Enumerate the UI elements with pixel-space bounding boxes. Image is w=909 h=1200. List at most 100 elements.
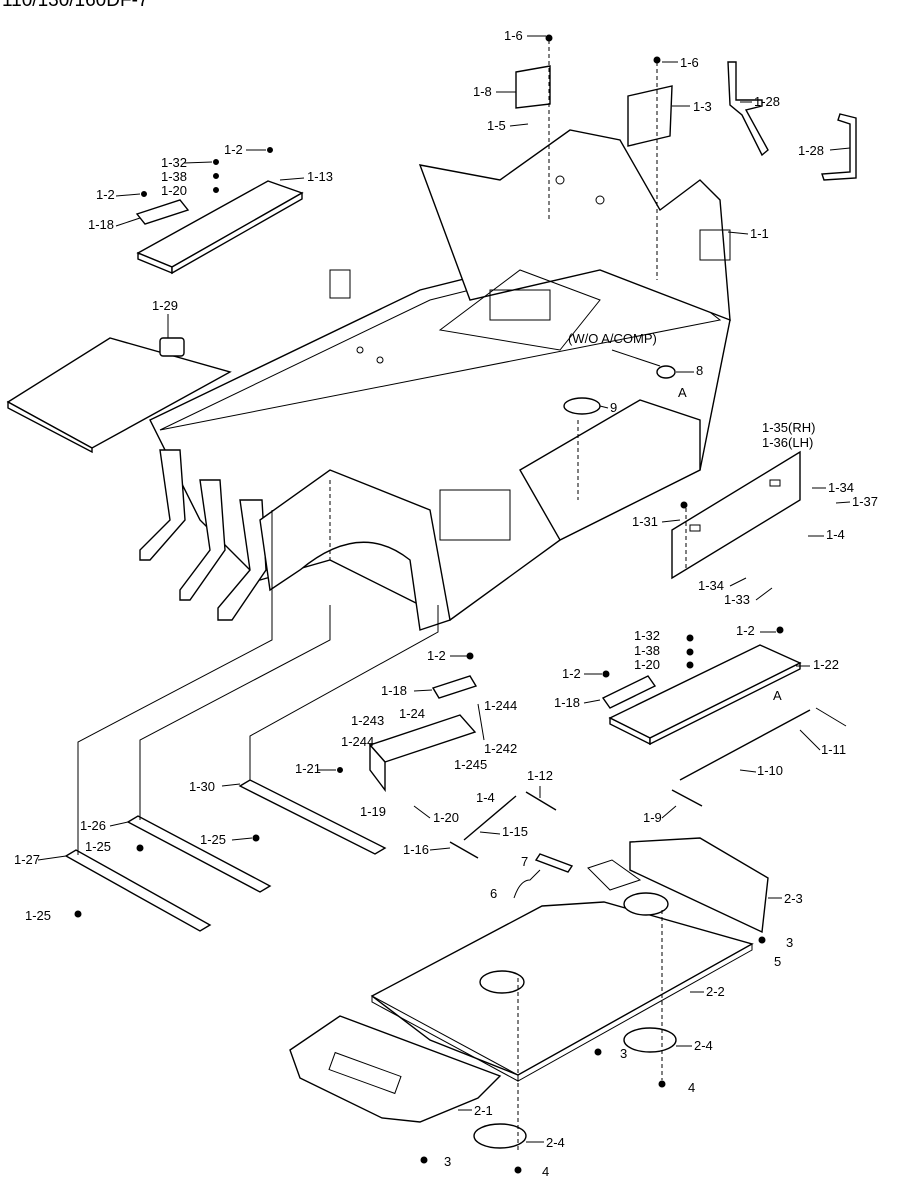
callout: 1-1 xyxy=(750,226,769,241)
callout: 1-2 xyxy=(736,623,755,638)
bar-1-26 xyxy=(126,815,272,893)
callout: 1-15 xyxy=(502,824,528,839)
callout: 1-16 xyxy=(403,842,429,857)
callout: 1-18 xyxy=(554,695,580,710)
callout: 1-28 xyxy=(798,143,824,158)
under-cover-2-2 xyxy=(370,892,754,1082)
callout: 1-18 xyxy=(88,217,114,232)
callout: 1-13 xyxy=(307,169,333,184)
callout: 1-21 xyxy=(295,761,321,776)
rod-1-12 xyxy=(525,791,557,811)
callout: 3 xyxy=(786,935,793,950)
callout: 1-37 xyxy=(852,494,878,509)
step-bracket-1-24 xyxy=(368,675,478,793)
callout: 1-2 xyxy=(562,666,581,681)
callout: 3 xyxy=(444,1154,451,1169)
callout: 2-3 xyxy=(784,891,803,906)
callout: 1-34 xyxy=(828,480,854,495)
callout: 1-20 xyxy=(634,657,660,672)
under-cover-2-3 xyxy=(587,837,769,934)
callout: 4 xyxy=(542,1164,549,1179)
callout: 1-27 xyxy=(14,852,40,867)
callout: 1-9 xyxy=(643,810,662,825)
callout: 1-2 xyxy=(224,142,243,157)
callout: 1-3 xyxy=(693,99,712,114)
callout: 1-32 xyxy=(634,628,660,643)
rod-1-16 xyxy=(449,841,479,859)
diagram-title: 110/130/160DF-7 xyxy=(2,0,148,11)
step-plate-1-13 xyxy=(135,180,304,275)
callout: 1-36(LH) xyxy=(762,435,813,450)
callout: 1-22 xyxy=(813,657,839,672)
callout: 1-244 xyxy=(484,698,517,713)
under-cover-2-1 xyxy=(289,1015,502,1123)
step-plate-1-22 xyxy=(601,644,802,746)
callout: 1-28 xyxy=(754,94,780,109)
callout: 1-2 xyxy=(427,648,446,663)
handle-1-28-a xyxy=(727,61,769,157)
callout: 1-26 xyxy=(80,818,106,833)
bar-1-30 xyxy=(238,779,387,855)
part-7 xyxy=(534,853,574,873)
callout: 1-38 xyxy=(634,643,660,658)
seal-9 xyxy=(563,397,601,415)
callout: 1-33 xyxy=(724,592,750,607)
callout: 1-25 xyxy=(200,832,226,847)
callout: 1-20 xyxy=(433,810,459,825)
callout: 4 xyxy=(688,1080,695,1095)
main-frame xyxy=(6,129,731,631)
callout: 9 xyxy=(610,400,617,415)
callout: (W/O A/COMP) xyxy=(568,331,657,346)
handle-1-28-b xyxy=(821,113,857,181)
callout: 1-34 xyxy=(698,578,724,593)
callout: 1-20 xyxy=(161,183,187,198)
callout: 1-29 xyxy=(152,298,178,313)
rod-1-15 xyxy=(463,795,517,841)
cover-1-3 xyxy=(627,85,673,147)
callout-labels: 1-6 1-6 1-8 1-3 1-28 1-5 1-28 1-2 1-32 1… xyxy=(14,28,878,1179)
callout: 1-243 xyxy=(351,713,384,728)
callout: 6 xyxy=(490,886,497,901)
leader-lines xyxy=(77,510,439,855)
callout: 2-4 xyxy=(694,1038,713,1053)
callout: 1-11 xyxy=(821,742,846,757)
callout: 1-19 xyxy=(360,804,386,819)
callout: 1-245 xyxy=(454,757,487,772)
callout: 1-4 xyxy=(476,790,495,805)
callout: 1-242 xyxy=(484,741,517,756)
callout: 8 xyxy=(696,363,703,378)
callout: 1-18 xyxy=(381,683,407,698)
rod-1-9 xyxy=(671,789,703,807)
callout: 1-12 xyxy=(527,768,553,783)
callout: 1-6 xyxy=(504,28,523,43)
bar-1-27 xyxy=(64,849,212,932)
callout: 2-4 xyxy=(546,1135,565,1150)
callout: A xyxy=(678,385,687,400)
callout: 1-24 xyxy=(399,706,425,721)
callout: 1-35(RH) xyxy=(762,420,815,435)
callout: 1-30 xyxy=(189,779,215,794)
callout: 2-2 xyxy=(706,984,725,999)
callout: 1-25 xyxy=(85,839,111,854)
step-1-35 xyxy=(671,450,801,580)
callout: 5 xyxy=(774,954,781,969)
callout: 1-32 xyxy=(161,155,187,170)
callout: 7 xyxy=(521,854,528,869)
alignment-lines xyxy=(329,40,687,1150)
callout: A xyxy=(773,688,782,703)
callout: 1-4 xyxy=(826,527,845,542)
callout: 1-25 xyxy=(25,908,51,923)
rod-1-11 xyxy=(815,707,847,727)
callout: 1-8 xyxy=(473,84,492,99)
pad-2-4-upper xyxy=(623,1027,677,1053)
callout: 3 xyxy=(620,1046,627,1061)
callout: 1-5 xyxy=(487,118,506,133)
cap-8 xyxy=(656,365,676,379)
callout: 2-1 xyxy=(474,1103,493,1118)
callout: 1-31 xyxy=(632,514,658,529)
plate-1-8 xyxy=(515,65,551,109)
callout: 1-10 xyxy=(757,763,783,778)
bolts xyxy=(74,147,784,1174)
callout: 1-244 xyxy=(341,734,374,749)
